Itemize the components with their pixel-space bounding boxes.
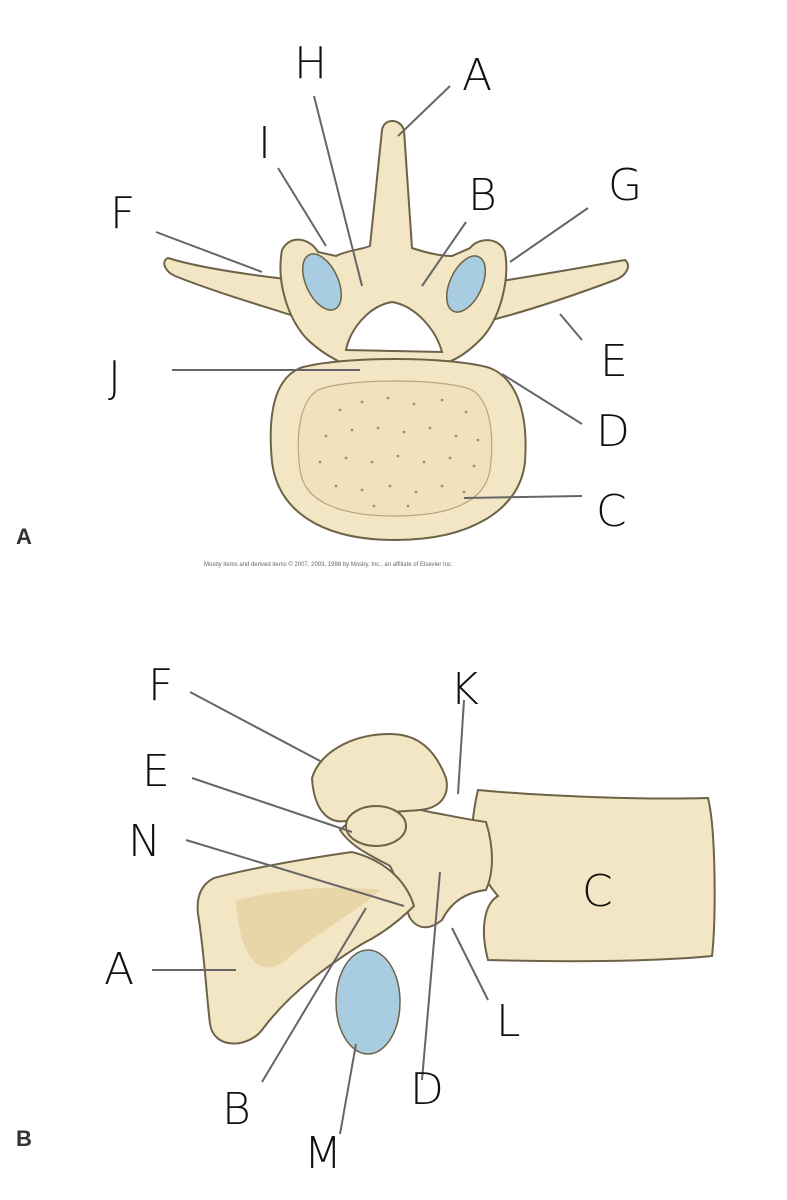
panel-b-label-c: C bbox=[582, 866, 613, 917]
panel-b-label-n: N bbox=[128, 816, 161, 867]
panel-a-label-j: J bbox=[108, 352, 121, 403]
panel-a-label-d: D bbox=[596, 406, 630, 457]
panel-a-title: A bbox=[16, 524, 32, 549]
panel-a-label-c: C bbox=[596, 486, 627, 537]
vertebral-body-spongy-core bbox=[297, 380, 493, 517]
lateral-mammillary-process bbox=[345, 805, 407, 847]
panel-a-label-f: F bbox=[110, 188, 135, 239]
panel-b-title: B bbox=[16, 1126, 32, 1151]
panel-b-label-f: F bbox=[148, 660, 173, 711]
left-transverse-process bbox=[163, 256, 302, 320]
panel-b-label-k: K bbox=[450, 664, 479, 715]
panel-b-label-b: B bbox=[222, 1084, 251, 1135]
panel-b-label-e: E bbox=[142, 746, 170, 797]
panel-a: A H I B G F E J D C A Mosby items and de… bbox=[16, 38, 642, 568]
left-articular-facet bbox=[301, 253, 343, 311]
panel-b-label-m: M bbox=[304, 1128, 342, 1179]
right-articular-facet bbox=[445, 255, 487, 313]
spongy-texture bbox=[318, 396, 480, 508]
spinous-process-shading bbox=[236, 887, 380, 968]
panel-b-label-a: A bbox=[104, 944, 134, 995]
panel-a-label-a: A bbox=[462, 50, 492, 101]
panel-b-label-d: D bbox=[410, 1064, 444, 1115]
panel-a-label-b: B bbox=[468, 170, 497, 221]
panel-a-label-h: H bbox=[294, 38, 327, 89]
figure-credit: Mosby items and derived items © 2007, 20… bbox=[204, 561, 453, 568]
panel-b-leader-lines bbox=[152, 691, 489, 1135]
panel-a-label-g: G bbox=[608, 160, 642, 211]
panel-a-leader-lines bbox=[155, 85, 589, 499]
panel-b: F K E N C A L B D M B bbox=[16, 660, 716, 1179]
lateral-inferior-articular-facet bbox=[335, 949, 401, 1055]
right-transverse-process bbox=[490, 258, 629, 322]
panel-b-label-l: L bbox=[496, 996, 521, 1047]
vertebral-foramen bbox=[344, 300, 444, 354]
panel-a-label-e: E bbox=[600, 336, 628, 387]
panel-a-label-i: I bbox=[258, 118, 271, 169]
